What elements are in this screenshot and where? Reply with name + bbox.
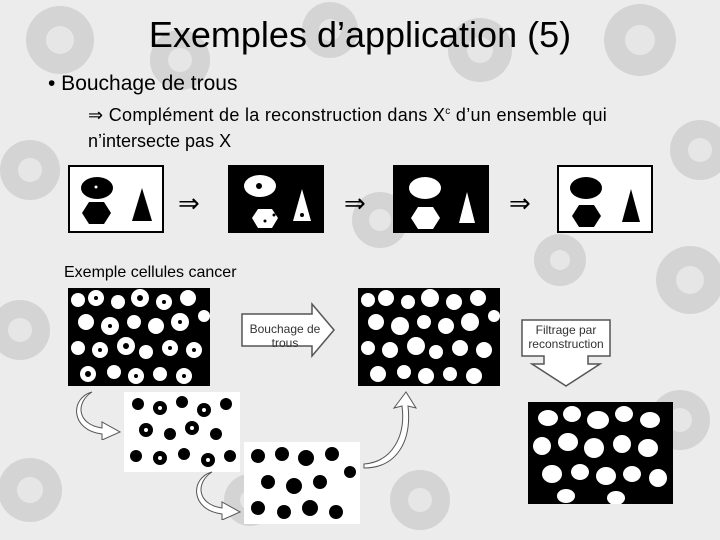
arrow-label-filter: Filtrage par reconstruction	[528, 323, 604, 351]
step-reconstruction-image	[393, 165, 489, 233]
step-original-image	[68, 165, 164, 233]
sub-text-1: Complément de la reconstruction dans X	[108, 105, 446, 125]
curved-arrow-up	[363, 391, 418, 469]
cells-original-image	[68, 288, 210, 386]
sub-bullet-line-2: n’intersecte pas X	[88, 131, 232, 151]
implies-arrow-1: ⇒	[178, 188, 200, 218]
implies-arrow-2: ⇒	[344, 188, 366, 218]
curved-arrow-left	[76, 391, 122, 440]
complement-superscript: c	[445, 106, 451, 117]
implies-arrow-3: ⇒	[509, 188, 531, 218]
arrow-label-fill: Bouchage de trous	[249, 322, 321, 350]
cells-filled-image	[358, 288, 500, 386]
block-arrow-fill	[241, 302, 335, 358]
step-filled-image	[557, 165, 653, 233]
implies-glyph: ⇒	[88, 105, 104, 125]
step-complement-image	[228, 165, 324, 233]
example-caption: Exemple cellules cancer	[64, 264, 237, 281]
cells-complement-image	[124, 392, 240, 472]
sub-bullet-line-1: ⇒ Complément de la reconstruction dans X…	[88, 105, 607, 126]
bullet-point: • Bouchage de trous	[48, 72, 238, 95]
curved-arrow-bottom	[196, 471, 242, 520]
cells-reconstruction-image	[244, 442, 360, 524]
cells-filtered-image	[528, 402, 673, 504]
block-arrow-filter	[521, 319, 611, 387]
sub-text-2: d’un ensemble qui	[455, 105, 608, 125]
slide-title: Exemples d’application (5)	[148, 14, 572, 55]
